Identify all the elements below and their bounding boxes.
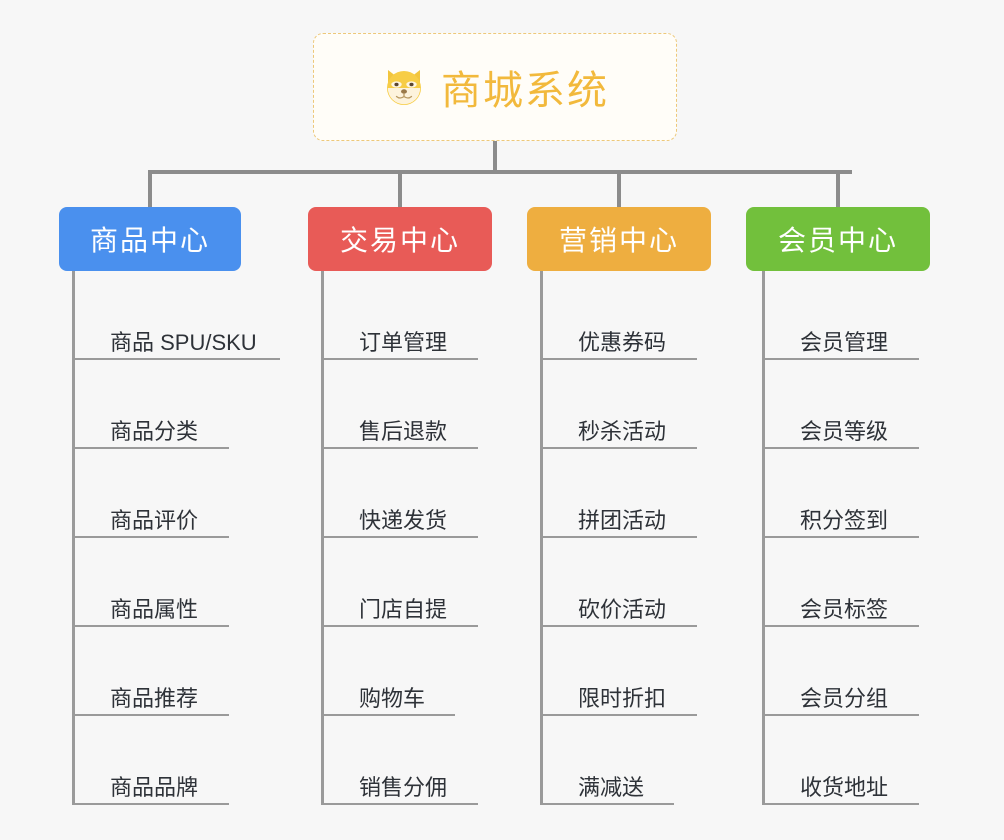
leaf-trunk-line (321, 271, 324, 805)
connector-drop-1 (148, 170, 152, 208)
leaf-item[interactable]: 限时折扣 (540, 627, 697, 716)
leaf-item-label: 拼团活动 (578, 507, 667, 533)
category-box-1[interactable]: 商品中心 (59, 207, 241, 271)
category-label: 交易中心 (339, 225, 460, 256)
leaf-item-label: 商品推荐 (110, 685, 199, 711)
leaf-item[interactable]: 会员管理 (762, 271, 919, 360)
leaf-column-4: 会员管理会员等级积分签到会员标签会员分组收货地址 (762, 271, 919, 805)
leaf-underline (72, 447, 229, 449)
leaf-underline (762, 714, 919, 716)
leaf-item[interactable]: 售后退款 (321, 360, 478, 449)
leaf-item[interactable]: 门店自提 (321, 538, 478, 627)
leaf-item-label: 快递发货 (359, 507, 448, 533)
leaf-item[interactable]: 商品 SPU/SKU (72, 271, 280, 360)
leaf-item-label: 商品属性 (110, 596, 199, 622)
leaf-underline (321, 358, 478, 360)
leaf-item[interactable]: 销售分佣 (321, 716, 478, 805)
leaf-item[interactable]: 购物车 (321, 627, 455, 716)
leaf-item[interactable]: 会员分组 (762, 627, 919, 716)
leaf-underline (540, 714, 697, 716)
leaf-item-label: 订单管理 (359, 329, 448, 355)
leaf-item-label: 售后退款 (359, 418, 448, 444)
leaf-item[interactable]: 商品推荐 (72, 627, 257, 716)
leaf-item[interactable]: 积分签到 (762, 449, 919, 538)
leaf-underline (762, 447, 919, 449)
leaf-underline (762, 803, 919, 805)
leaf-item-label: 满减送 (578, 774, 645, 800)
connector-drop-2 (398, 170, 402, 208)
leaf-underline (72, 358, 280, 360)
leaf-underline (321, 803, 478, 805)
leaf-underline (540, 536, 697, 538)
category-box-3[interactable]: 营销中心 (527, 207, 711, 271)
category-label: 营销中心 (558, 225, 679, 256)
leaf-underline (540, 625, 697, 627)
connector-root-stem (493, 141, 497, 173)
leaf-item-label: 积分签到 (800, 507, 889, 533)
leaf-column-3: 优惠券码秒杀活动拼团活动砍价活动限时折扣满减送 (540, 271, 697, 805)
leaf-underline (72, 714, 229, 716)
leaf-item[interactable]: 商品分类 (72, 360, 257, 449)
dog-face-icon (381, 64, 427, 110)
leaf-underline (72, 625, 229, 627)
leaf-item[interactable]: 满减送 (540, 716, 674, 805)
leaf-item-label: 限时折扣 (578, 685, 667, 711)
category-label: 会员中心 (777, 225, 898, 256)
leaf-item-label: 会员管理 (800, 329, 889, 355)
leaf-item[interactable]: 砍价活动 (540, 538, 697, 627)
leaf-item[interactable]: 收货地址 (762, 716, 919, 805)
category-box-2[interactable]: 交易中心 (308, 207, 492, 271)
leaf-item-label: 商品品牌 (110, 774, 199, 800)
leaf-underline (321, 625, 478, 627)
leaf-underline (321, 714, 455, 716)
connector-drop-3 (617, 170, 621, 208)
connector-bus (150, 170, 852, 174)
leaf-item[interactable]: 快递发货 (321, 449, 478, 538)
leaf-underline (762, 625, 919, 627)
leaf-item-label: 门店自提 (359, 596, 448, 622)
root-title: 商城系统 (441, 69, 609, 113)
leaf-item[interactable]: 订单管理 (321, 271, 478, 360)
leaf-column-2: 订单管理售后退款快递发货门店自提购物车销售分佣 (321, 271, 478, 805)
leaf-underline (72, 536, 229, 538)
leaf-item-label: 会员标签 (800, 596, 889, 622)
leaf-underline (540, 447, 697, 449)
leaf-underline (72, 803, 229, 805)
leaf-item[interactable]: 优惠券码 (540, 271, 697, 360)
leaf-item-label: 销售分佣 (359, 774, 448, 800)
leaf-item[interactable]: 商品评价 (72, 449, 257, 538)
leaf-underline (540, 803, 674, 805)
leaf-trunk-line (72, 271, 75, 805)
leaf-item-label: 优惠券码 (578, 329, 667, 355)
leaf-underline (762, 536, 919, 538)
leaf-item-label: 秒杀活动 (578, 418, 667, 444)
leaf-column-1: 商品 SPU/SKU 商品分类商品评价商品属性商品推荐商品品牌 (72, 271, 280, 805)
leaf-item[interactable]: 会员等级 (762, 360, 919, 449)
leaf-item-label: 会员分组 (800, 685, 889, 711)
leaf-underline (762, 358, 919, 360)
leaf-item[interactable]: 秒杀活动 (540, 360, 697, 449)
leaf-item[interactable]: 会员标签 (762, 538, 919, 627)
leaf-item[interactable]: 商品属性 (72, 538, 257, 627)
leaf-underline (540, 358, 697, 360)
leaf-item-label: 商品评价 (110, 507, 199, 533)
category-box-4[interactable]: 会员中心 (746, 207, 930, 271)
leaf-item-label: 收货地址 (800, 774, 889, 800)
connector-drop-4 (836, 170, 840, 208)
leaf-underline (321, 536, 478, 538)
leaf-item[interactable]: 商品品牌 (72, 716, 257, 805)
root-node[interactable]: 商城系统 (313, 33, 677, 141)
leaf-trunk-line (540, 271, 543, 805)
category-label: 商品中心 (89, 225, 210, 256)
leaf-trunk-line (762, 271, 765, 805)
leaf-item-label: 商品分类 (110, 418, 199, 444)
leaf-item-label: 砍价活动 (578, 596, 667, 622)
leaf-item-label: 会员等级 (800, 418, 889, 444)
leaf-underline (321, 447, 478, 449)
leaf-item-label: 购物车 (359, 685, 426, 711)
leaf-item[interactable]: 拼团活动 (540, 449, 697, 538)
leaf-item-label: 商品 SPU/SKU (110, 329, 257, 355)
